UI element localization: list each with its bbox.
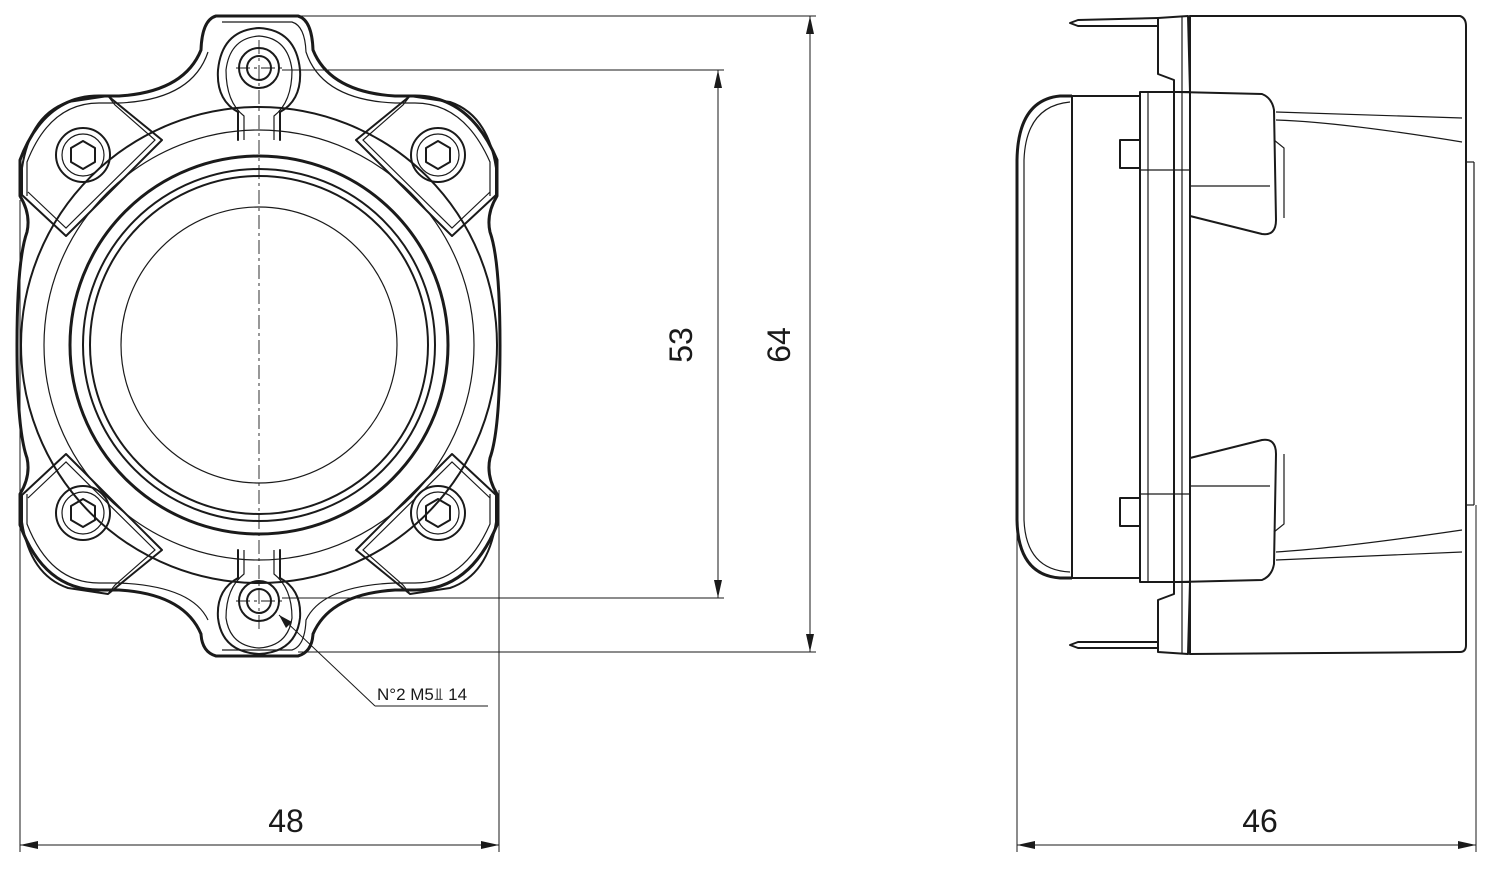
front-view [15, 14, 502, 658]
side-dimensions: 46 [1016, 505, 1477, 852]
front-housing-outline [15, 14, 502, 658]
rear-housing [1189, 15, 1467, 655]
top-mounting-ear [216, 27, 302, 141]
strut-top [1275, 111, 1463, 143]
arrow-left-icon [1017, 841, 1035, 849]
overall-height-label: 64 [761, 327, 797, 363]
corner-tab-top-left [21, 95, 163, 237]
arrow-leader-icon [279, 615, 292, 628]
top-mounting-ear-inner [225, 35, 293, 140]
pin-top [1119, 139, 1141, 169]
arrow-down-icon [714, 580, 722, 598]
bezel-body [1139, 91, 1175, 583]
strut-bottom [1275, 529, 1463, 561]
front-housing-inner-outline-3 [222, 494, 491, 651]
width-dimension-label: 48 [268, 803, 304, 839]
corner-tab-bottom-left [21, 453, 163, 595]
hex-screw-icon [70, 498, 96, 528]
callout-leader [278, 614, 376, 707]
flange-plate-bottom [1157, 581, 1191, 655]
spike-top [1069, 17, 1159, 27]
arrow-down-icon [806, 634, 814, 652]
arrow-left-icon [20, 841, 38, 849]
lens-dome [1015, 94, 1072, 580]
front-housing-inner-outline-4 [26, 494, 209, 621]
spike-bottom [1069, 641, 1159, 649]
arrow-right-icon [1458, 841, 1476, 849]
bolt-spacing-label: 53 [663, 327, 699, 363]
lens-dome-inner [1023, 101, 1071, 573]
arrow-up-icon [806, 16, 814, 34]
bracket-bottom-inner [1190, 454, 1285, 533]
side-view [1015, 15, 1475, 655]
depth-dimension-label: 46 [1242, 803, 1278, 839]
front-housing-inner-outline [222, 21, 491, 196]
hex-screw-icon [425, 498, 451, 528]
corner-tab-top-right [355, 95, 497, 237]
corner-tab-bottom-right [355, 453, 497, 595]
bracket-bottom [1177, 438, 1277, 583]
arrow-right-icon [481, 841, 499, 849]
flange-plate [1157, 15, 1191, 93]
bottom-mounting-ear [216, 549, 302, 655]
hole-callout-label: N°2 M5⫫ 14 [377, 685, 467, 704]
hex-screw-icon [70, 140, 96, 170]
hex-screw-icon [425, 140, 451, 170]
bracket-top-inner [1190, 139, 1285, 218]
pin-bottom [1119, 497, 1141, 527]
front-dimensions: 48 53 64 N°2 M5⫫ 14 [19, 15, 816, 852]
front-housing-inner-outline-2 [26, 51, 209, 196]
arrow-up-icon [714, 70, 722, 88]
bracket-top [1177, 91, 1277, 236]
